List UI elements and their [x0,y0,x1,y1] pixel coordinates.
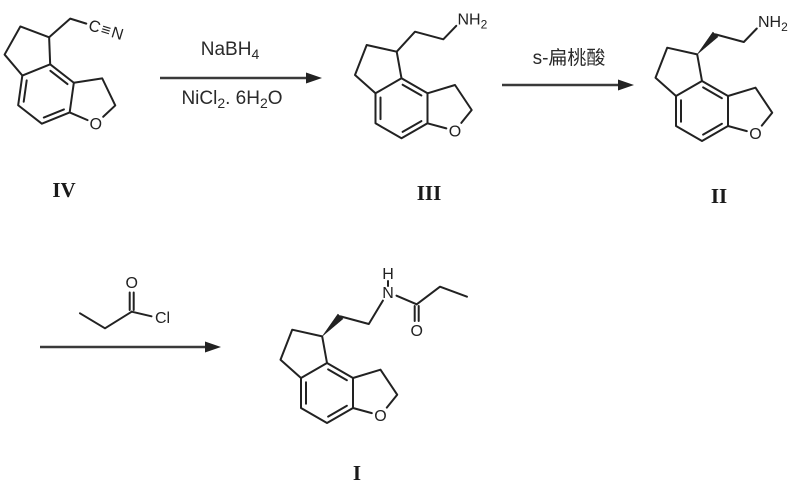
arrow-step3 [40,341,221,353]
amine-main: NH [458,11,481,28]
ethyl-chain [79,310,133,330]
tricyclic-core [654,46,774,145]
compound-iii-structure: NH2 [354,11,488,142]
arrow-step1: NaBH4 NiCl2. 6H2O [160,39,322,111]
compound-ii-label: II [711,184,727,208]
tricyclic-core [354,44,473,142]
nicl2-main: NiCl [181,88,217,109]
chlorine-label: Cl [155,310,170,327]
hydrate-o: O [268,88,283,109]
arrow-step1-head [306,72,322,84]
acetonitrile-chain [48,17,88,39]
stereo-wedge-bond [321,313,344,337]
compound-i-label: I [353,461,361,485]
amine-sub: 2 [481,17,488,31]
compound-iv-structure: C≡N [0,17,127,137]
nicl2-sub: 2 [217,95,225,111]
stereo-wedge-bond [696,31,719,55]
amide-n-label: N [382,285,394,302]
compound-iii-label: III [417,181,442,205]
arrow-step2: s-扁桃酸 [502,47,634,91]
propionyl-ethyl-chain [415,285,468,306]
ethylamide-chain [339,299,384,325]
tricyclic-core [0,23,126,137]
amine-label: NH2 [458,11,488,31]
reagent-step1-above: NaBH4 [201,39,260,62]
reagent-step2-above: s-扁桃酸 [533,47,606,69]
arrow-step3-head [205,341,221,353]
nitrile-label: C≡N [86,17,126,44]
nabh4-main: NaBH [201,39,252,60]
compound-iv-label: IV [52,178,75,202]
amide-h-label: H [382,266,394,283]
nabh4-sub: 4 [251,46,259,62]
aminoethyl-chain [395,24,458,53]
hydrate-sub: 2 [260,95,268,111]
amine-main: NH [758,14,781,31]
reagent-step1-below: NiCl2. 6H2O [181,88,282,111]
n-carbonyl-bond [395,294,418,306]
amine-sub: 2 [781,20,788,34]
propionyl-chloride-structure: O Cl [79,275,170,330]
aminoethyl-chain [714,27,758,43]
hydrate-main: . 6H [225,88,260,109]
c-cl-bond [130,310,153,318]
carbonyl-oxygen-label: O [410,323,422,340]
arrow-step2-head [618,79,634,91]
acyl-oxygen-label: O [125,275,137,292]
tricyclic-core [279,328,399,426]
compound-i-structure: H N O [279,266,468,426]
amine-label: NH2 [758,14,788,34]
compound-ii-structure: NH2 [654,14,788,145]
